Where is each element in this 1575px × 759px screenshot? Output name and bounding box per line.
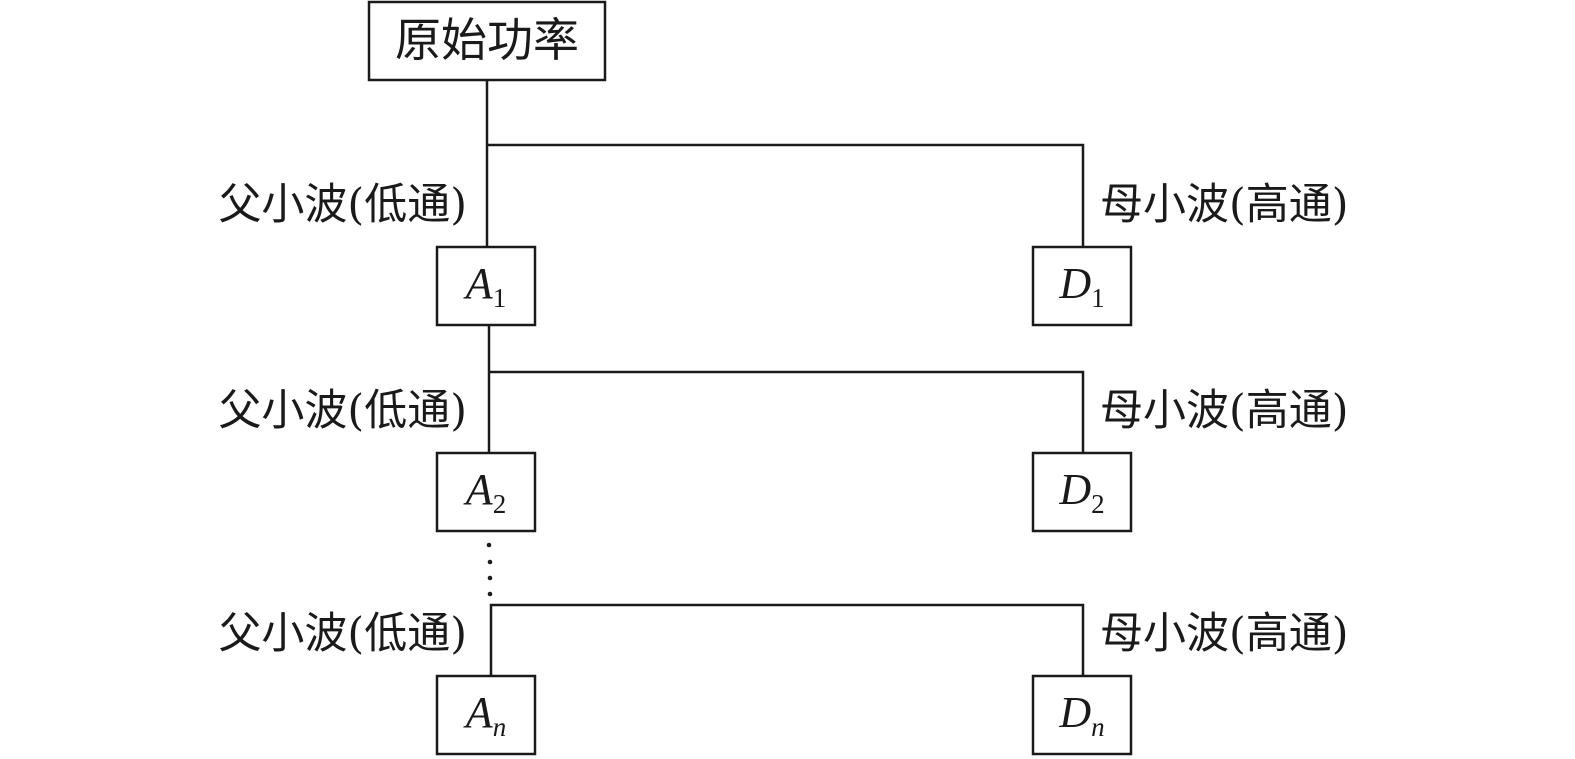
ellipsis-dot [487, 575, 493, 581]
approx-box [435, 674, 537, 756]
detail-subscript: 1 [1091, 283, 1105, 313]
root-label: 原始功率 [395, 13, 579, 67]
detail-symbol: D [1058, 259, 1091, 308]
branch-level-1 [487, 143, 1085, 247]
approx-label: A2 [463, 465, 506, 519]
approx-subscript: 1 [493, 283, 507, 313]
detail-label: Dn [1058, 688, 1104, 742]
level-2: 父小波(低通) 母小波(高通) A2 D2 [218, 386, 1349, 533]
detail-label: D2 [1058, 465, 1104, 519]
low-pass-label: 父小波(低通) [218, 609, 467, 659]
high-pass-label: 母小波(高通) [1100, 180, 1349, 230]
branch-level-n [489, 603, 1085, 676]
approx-symbol: A [463, 688, 494, 737]
detail-node-n: Dn [1031, 674, 1133, 756]
high-pass-label: 母小波(高通) [1100, 386, 1349, 436]
ellipsis-dot [487, 591, 493, 597]
ellipsis-dot [487, 559, 493, 565]
root-box [367, 0, 607, 82]
detail-box [1031, 674, 1133, 756]
detail-box [1031, 451, 1133, 533]
detail-node-1: D1 [1031, 245, 1133, 327]
approx-subscript: 2 [493, 489, 507, 519]
low-pass-label: 父小波(低通) [218, 386, 467, 436]
approx-symbol: A [463, 259, 494, 308]
high-pass-label: 母小波(高通) [1100, 609, 1349, 659]
level-1: 父小波(低通) 母小波(高通) A1 D1 [218, 180, 1349, 327]
approx-box [435, 451, 537, 533]
approx-box [435, 245, 537, 327]
detail-symbol: D [1058, 465, 1091, 514]
detail-subscript: 2 [1091, 489, 1105, 519]
detail-symbol: D [1058, 688, 1091, 737]
branch-level-2 [489, 370, 1085, 453]
detail-box [1031, 245, 1133, 327]
approx-node-1: A1 [435, 245, 537, 327]
approx-subscript: n [493, 712, 507, 742]
root-node: 原始功率 [367, 0, 607, 82]
connectors [485, 80, 1085, 676]
approx-label: An [463, 688, 506, 742]
ellipsis-dot [486, 542, 492, 548]
detail-label: D1 [1058, 259, 1104, 313]
approx-symbol: A [463, 465, 494, 514]
approx-label: A1 [463, 259, 506, 313]
level-n: 父小波(低通) 母小波(高通) An Dn [218, 609, 1349, 756]
detail-subscript: n [1091, 712, 1105, 742]
detail-node-2: D2 [1031, 451, 1133, 533]
approx-node-2: A2 [435, 451, 537, 533]
continuation-dots [486, 542, 493, 597]
approx-node-n: An [435, 674, 537, 756]
low-pass-label: 父小波(低通) [218, 180, 467, 230]
